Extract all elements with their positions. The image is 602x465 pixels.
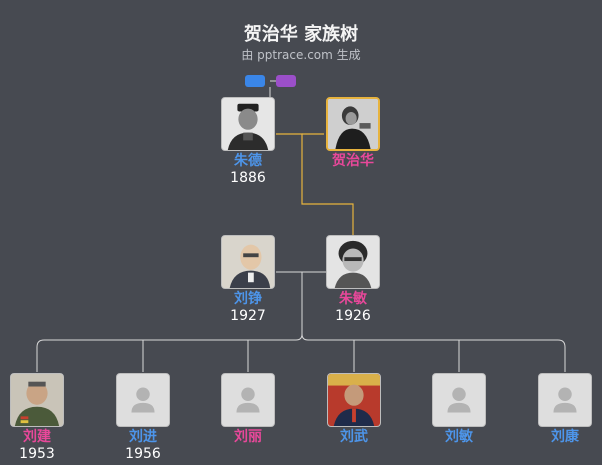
legend-female-marker (276, 75, 296, 87)
person-name: 刘康 (551, 429, 579, 445)
page-title: 贺治华 家族树 (243, 24, 359, 45)
person-name: 刘进 (129, 429, 157, 445)
person-card-liuwu[interactable]: 刘武 (324, 373, 384, 446)
person-card-liukang[interactable]: 刘康 (535, 373, 595, 446)
person-card-zhude[interactable]: 朱德 1886 (218, 97, 278, 186)
person-birth-year: 1886 (230, 170, 266, 186)
person-card-hezhihua[interactable]: 贺治华 (323, 97, 383, 170)
person-card-liujin[interactable]: 刘进 1956 (113, 373, 173, 462)
person-card-liumin[interactable]: 刘敏 (429, 373, 489, 446)
person-birth-year: 1926 (335, 308, 371, 324)
photo-man-suit (327, 373, 381, 427)
descent-line-gen2 (36, 272, 303, 372)
placeholder-avatar-icon (116, 373, 170, 427)
person-birth-year: 1927 (230, 308, 266, 324)
person-name: 贺治华 (332, 153, 374, 169)
legend-male-marker (245, 75, 265, 87)
marriage-line-gen1 (276, 133, 354, 235)
photo-military-portrait (221, 97, 275, 151)
photo-elderly-woman (326, 235, 380, 289)
person-name: 刘丽 (234, 429, 262, 445)
photo-woman-portrait (326, 97, 380, 151)
person-card-liuli[interactable]: 刘丽 (218, 373, 278, 446)
person-card-liujian[interactable]: 刘建 1953 (7, 373, 67, 462)
placeholder-avatar-icon (432, 373, 486, 427)
placeholder-avatar-icon (538, 373, 592, 427)
person-birth-year: 1956 (125, 446, 161, 462)
person-card-liuzheng[interactable]: 刘铮 1927 (218, 235, 278, 324)
person-name: 刘铮 (234, 291, 262, 307)
person-card-zhumin[interactable]: 朱敏 1926 (323, 235, 383, 324)
person-name: 刘武 (340, 429, 368, 445)
person-name: 刘敏 (445, 429, 473, 445)
person-name: 刘建 (23, 429, 51, 445)
person-birth-year: 1953 (19, 446, 55, 462)
person-name: 朱敏 (339, 291, 367, 307)
placeholder-avatar-icon (221, 373, 275, 427)
page-subtitle: 由 pptrace.com 生成 (241, 48, 361, 62)
photo-elderly-man (221, 235, 275, 289)
photo-officer (10, 373, 64, 427)
person-name: 朱德 (234, 153, 262, 169)
